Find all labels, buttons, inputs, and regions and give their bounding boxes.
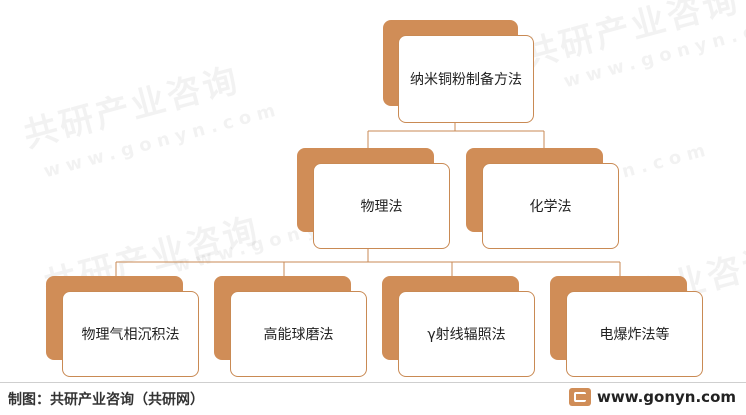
gonyn-logo-icon	[568, 388, 591, 406]
node-electric-explosion-label: 电爆炸法等	[599, 327, 670, 343]
node-physical-method-label: 物理法	[360, 199, 403, 215]
footer-credit: 制图：共研产业咨询（共研网）	[8, 392, 204, 408]
footer-divider	[0, 382, 746, 383]
footer-brand: www.gonyn.com	[568, 388, 736, 406]
node-chemical-method-label: 化学法	[529, 199, 572, 215]
node-ball-milling-label: 高能球磨法	[263, 327, 334, 343]
node-pvd-label: 物理气相沉积法	[81, 327, 180, 343]
root-node-label: 纳米铜粉制备方法	[410, 72, 522, 88]
node-gamma-irradiation-label: γ射线辐照法	[427, 327, 506, 343]
footer-url: www.gonyn.com	[596, 388, 736, 406]
